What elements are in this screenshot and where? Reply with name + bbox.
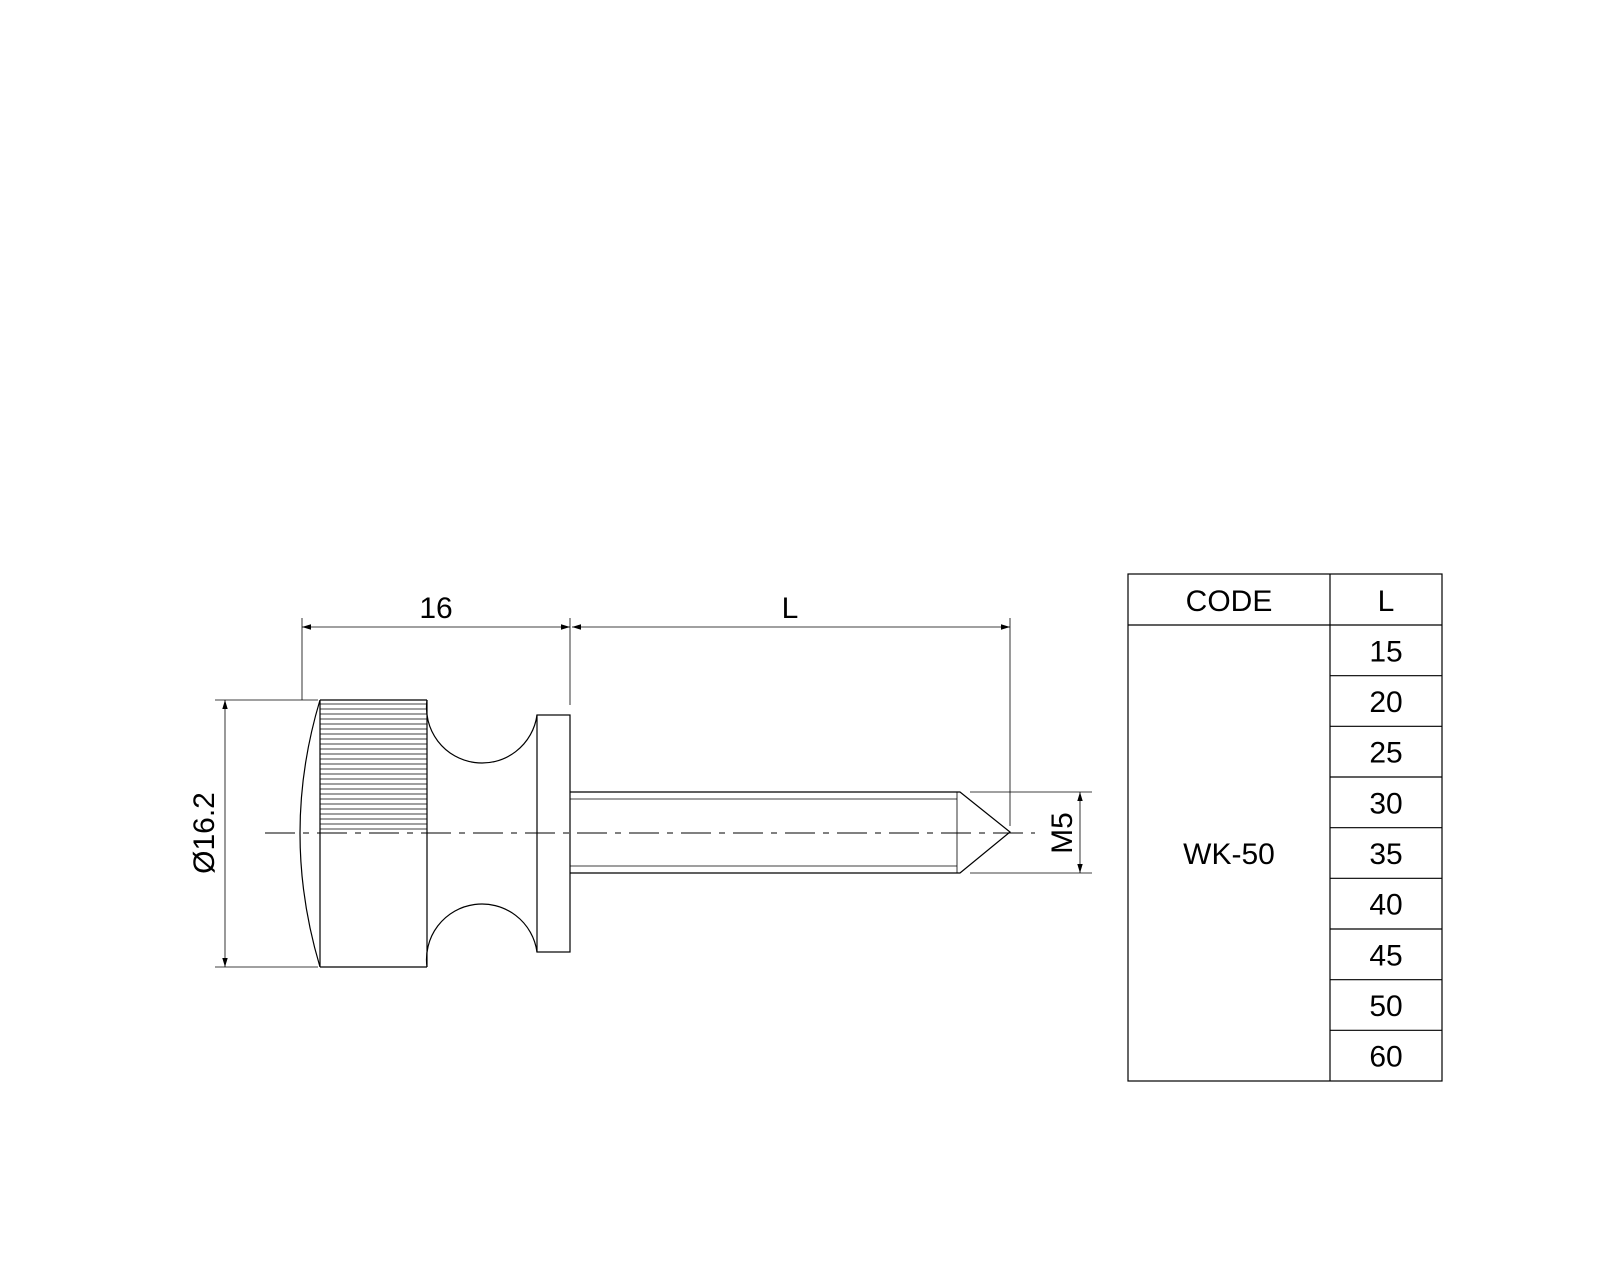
- dim-label-diameter: Ø16.2: [188, 792, 221, 874]
- table-cell-code: WK-50: [1183, 838, 1275, 871]
- table-header-code: CODE: [1186, 585, 1273, 618]
- dimension-L: L: [572, 592, 1011, 826]
- neck-arc-bottom: [425, 903, 538, 968]
- table-row-lines: [1330, 675, 1442, 1031]
- pin-part: [265, 699, 1035, 968]
- dim-label-L: L: [782, 592, 799, 625]
- knurl-lines: [320, 703, 427, 830]
- dimension-M5: M5: [970, 791, 1092, 874]
- table-cell-length: 30: [1369, 787, 1402, 820]
- table-header-length: L: [1378, 585, 1395, 618]
- table-cell-length: 40: [1369, 889, 1402, 922]
- threaded-shaft: [570, 791, 1011, 874]
- table-cell-length: 45: [1369, 939, 1402, 972]
- table-cell-length: 60: [1369, 1041, 1402, 1074]
- dim-label-16: 16: [419, 592, 452, 625]
- table-cell-length: 50: [1369, 990, 1402, 1023]
- neck-arc-top: [425, 699, 538, 764]
- table-cell-length: 15: [1369, 635, 1402, 668]
- dimension-diameter: Ø16.2: [188, 699, 318, 968]
- table-cell-length: 25: [1369, 737, 1402, 770]
- dim-label-thread: M5: [1046, 812, 1079, 854]
- table-cell-length: 35: [1369, 838, 1402, 871]
- dome-cap: [299, 699, 321, 968]
- knob-outline: [319, 699, 428, 968]
- table-cell-length: 20: [1369, 686, 1402, 719]
- table-length-cells: 15 20 25 30 35 40 45 50 60: [1369, 635, 1402, 1073]
- dimension-16: 16: [301, 592, 571, 705]
- code-table: CODE L WK-50 15 20 25 30 35 40 45 50 60: [1127, 573, 1443, 1082]
